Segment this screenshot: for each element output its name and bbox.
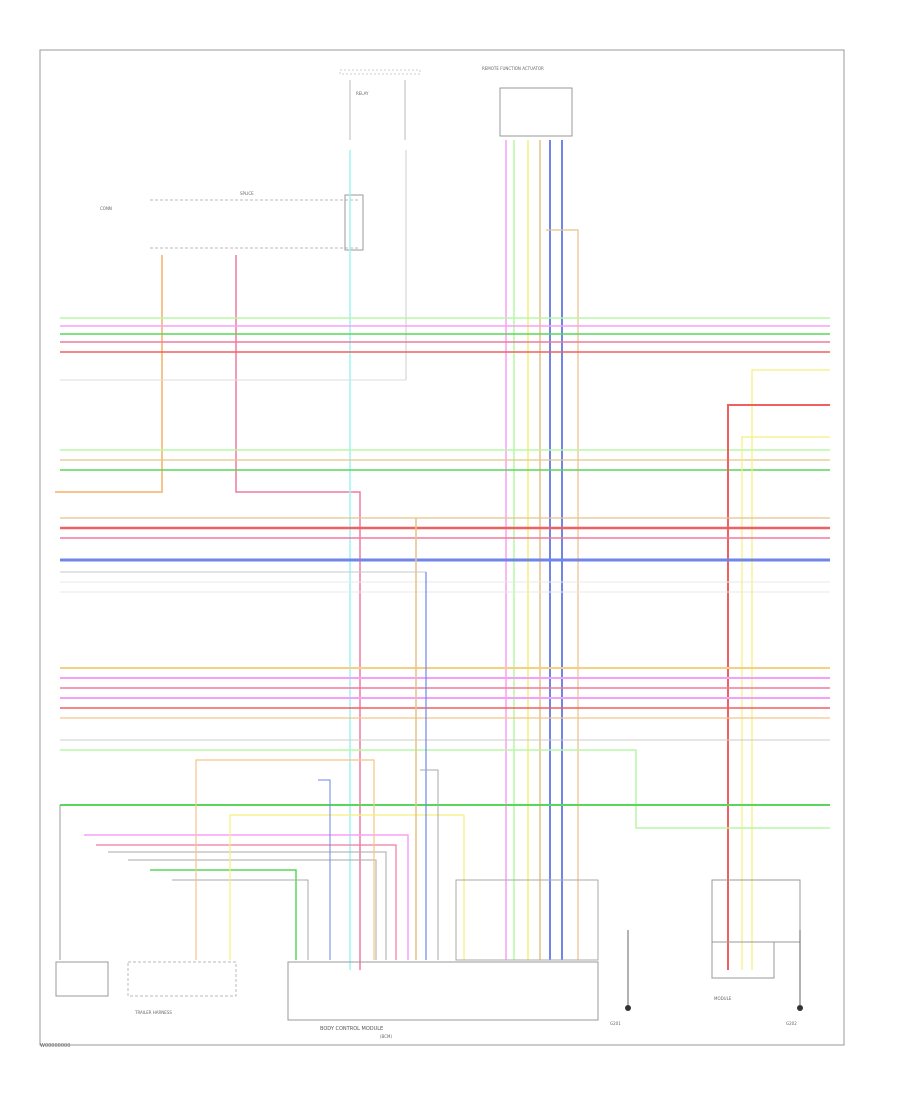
upper-splice: CONN SPLICE (100, 191, 364, 251)
bcm-sub: (BCM) (380, 1034, 392, 1039)
wire-pink-vertical (235, 255, 361, 970)
top-module: REMOTE FUNCTION ACTUATOR (482, 66, 573, 137)
ground-left: G201 (610, 930, 631, 1026)
ground-right: G202 (786, 930, 803, 1026)
wire-orange-vertical (55, 255, 163, 493)
right-module-label: MODULE (714, 996, 732, 1001)
top-relay-label: RELAY (356, 91, 369, 96)
bus-group-4 (60, 667, 830, 829)
bcm-label: BODY CONTROL MODULE (320, 1026, 383, 1032)
connector-left-label: CONN (100, 206, 112, 211)
ground-right-label: G202 (786, 1021, 797, 1026)
trailer-harness-label: TRAILER HARNESS (134, 1010, 172, 1015)
bcm-feed-wires (59, 518, 465, 960)
bcm-module: BODY CONTROL MODULE (BCM) (287, 879, 599, 1039)
bus-group-2 (60, 369, 830, 970)
trailer-harness: TRAILER HARNESS (55, 961, 237, 1015)
wire-module-tan (546, 229, 579, 960)
right-module: MODULE (711, 879, 801, 1001)
diagram-id: W00000000 (40, 1043, 71, 1049)
diagram-border (39, 49, 845, 1046)
bus-group-1 (60, 317, 830, 381)
bus-group-3 (60, 517, 830, 593)
top-relay: RELAY (339, 69, 421, 140)
ground-left-label: G201 (610, 1021, 621, 1026)
connector-right-label: SPLICE (240, 191, 254, 196)
top-module-label: REMOTE FUNCTION ACTUATOR (482, 66, 544, 71)
